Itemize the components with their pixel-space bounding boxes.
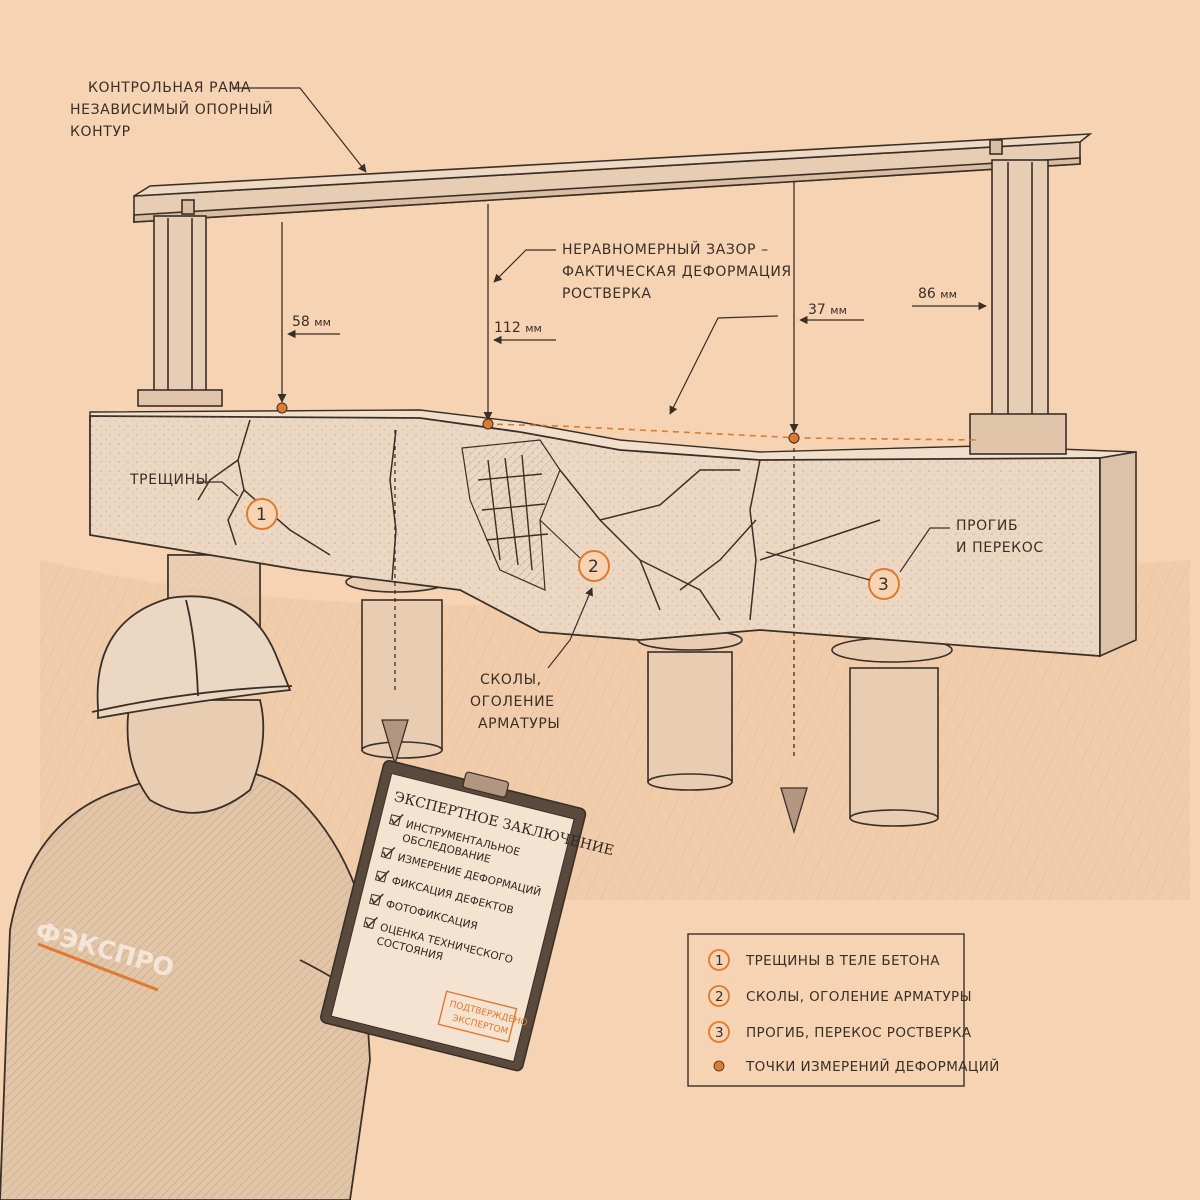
frame-beam-top [133, 133, 1093, 197]
check-icon [365, 916, 378, 928]
marker-3: 3 [765, 551, 900, 600]
control-frame [133, 133, 1093, 455]
measurement-lines [277, 182, 799, 760]
callout-spalls: СКОЛЫ, ОГОЛЕНИЕ АРМАТУРЫ [470, 587, 593, 732]
check-icon [391, 813, 404, 825]
engineer-body-hatch [0, 768, 370, 1200]
svg-text:2: 2 [588, 557, 599, 577]
legend-item-2: 2 СКОЛЫ, ОГОЛЕНИЕ АРМАТУРЫ [708, 985, 972, 1007]
svg-text:86 мм: 86 мм [918, 286, 957, 302]
measurement-point-2 [482, 418, 494, 430]
svg-text:НЕРАВНОМЕРНЫЙ ЗАЗОР –: НЕРАВНОМЕРНЫЙ ЗАЗОР – [562, 240, 769, 258]
legend: 1 ТРЕЩИНЫ В ТЕЛЕ БЕТОНА 2 СКОЛЫ, ОГОЛЕНИ… [687, 933, 1000, 1087]
legend-item-1: 1 ТРЕЩИНЫ В ТЕЛЕ БЕТОНА [708, 949, 940, 971]
svg-text:3: 3 [715, 1025, 724, 1041]
numbered-markers: 1 2 3 [246, 498, 900, 600]
svg-text:ТОЧКИ ИЗМЕРЕНИЙ ДЕФОРМАЦИЙ: ТОЧКИ ИЗМЕРЕНИЙ ДЕФОРМАЦИЙ [745, 1057, 1000, 1075]
svg-text:И ПЕРЕКОС: И ПЕРЕКОС [956, 540, 1044, 556]
svg-text:СКОЛЫ, ОГОЛЕНИЕ АРМАТУРЫ: СКОЛЫ, ОГОЛЕНИЕ АРМАТУРЫ [746, 989, 972, 1005]
grillage [89, 409, 1137, 658]
dim-37: 37 мм [799, 302, 864, 325]
plumb-bob-right [780, 787, 808, 835]
hard-hat-icon [96, 595, 292, 720]
callout-gap: НЕРАВНОМЕРНЫЙ ЗАЗОР – ФАКТИЧЕСКАЯ ДЕФОРМ… [493, 240, 792, 415]
svg-text:КОНТРОЛЬНАЯ РАМА: КОНТРОЛЬНАЯ РАМА [88, 80, 251, 96]
clipboard: ЭКСПЕРТНОЕ ЗАКЛЮЧЕНИЕ ИНСТРУМЕНТАЛЬНОЕ О… [320, 759, 615, 1072]
grillage-front-texture [90, 416, 1100, 656]
svg-text:1: 1 [715, 953, 724, 969]
svg-text:58 мм: 58 мм [292, 314, 331, 330]
frame-column-left [137, 199, 223, 407]
check-icon [377, 870, 390, 882]
svg-text:НЕЗАВИСИМЫЙ ОПОРНЫЙ: НЕЗАВИСИМЫЙ ОПОРНЫЙ [70, 100, 273, 118]
dim-112: 112 мм [493, 320, 556, 345]
callout-deflection: ПРОГИБ И ПЕРЕКОС [899, 518, 1044, 573]
frame-column-right [969, 139, 1067, 455]
svg-text:СКОЛЫ,: СКОЛЫ, [480, 672, 542, 688]
rebar [477, 454, 549, 571]
legend-item-3: 3 ПРОГИБ, ПЕРЕКОС РОСТВЕРКА [708, 1021, 972, 1043]
measurement-point-1 [276, 402, 288, 414]
callout-cracks: ТРЕЩИНЫ [129, 472, 239, 497]
measurement-point-3 [788, 432, 800, 444]
clipboard-clip-icon [462, 771, 510, 798]
svg-text:ФАКТИЧЕСКАЯ ДЕФОРМАЦИЯ: ФАКТИЧЕСКАЯ ДЕФОРМАЦИЯ [562, 264, 792, 280]
callout-frame: КОНТРОЛЬНАЯ РАМА НЕЗАВИСИМЫЙ ОПОРНЫЙ КОН… [70, 80, 367, 173]
svg-text:3: 3 [878, 575, 889, 595]
pile-3 [637, 629, 743, 791]
svg-text:37 мм: 37 мм [808, 302, 847, 318]
svg-text:РОСТВЕРКА: РОСТВЕРКА [562, 286, 652, 302]
plumb-bob-left [381, 719, 409, 767]
pile-2 [345, 571, 447, 759]
engineer-head [126, 699, 265, 814]
check-icon [371, 893, 384, 905]
svg-text:ТРЕЩИНЫ: ТРЕЩИНЫ [129, 472, 209, 488]
brand-stripe [37, 942, 159, 992]
dimension-labels: 58 мм 112 мм 37 мм 86 мм [287, 286, 987, 345]
svg-text:ПРОГИБ: ПРОГИБ [956, 518, 1018, 534]
legend-item-4: ТОЧКИ ИЗМЕРЕНИЙ ДЕФОРМАЦИЙ [713, 1057, 1000, 1075]
svg-text:КОНТУР: КОНТУР [70, 124, 131, 140]
marker-1: 1 [246, 498, 278, 530]
svg-text:2: 2 [715, 989, 724, 1005]
grillage-end [1099, 451, 1137, 658]
measurement-points [276, 402, 800, 444]
svg-text:ТРЕЩИНЫ В ТЕЛЕ БЕТОНА: ТРЕЩИНЫ В ТЕЛЕ БЕТОНА [745, 953, 940, 969]
legend-box [687, 933, 965, 1087]
frame-beam-flange [133, 157, 1081, 223]
svg-text:ПРОГИБ, ПЕРЕКОС РОСТВЕРКА: ПРОГИБ, ПЕРЕКОС РОСТВЕРКА [746, 1025, 972, 1041]
check-icon [382, 846, 396, 858]
clipboard-paper [330, 772, 575, 1063]
deformation-line [485, 423, 981, 441]
svg-text:АРМАТУРЫ: АРМАТУРЫ [478, 716, 560, 732]
svg-text:1: 1 [256, 505, 267, 525]
plumb-bobs [381, 719, 808, 835]
dim-86: 86 мм [912, 286, 987, 311]
svg-text:112 мм: 112 мм [494, 320, 542, 336]
marker-2: 2 [539, 519, 610, 582]
pile-4 [831, 637, 953, 827]
svg-text:ОГОЛЕНИЕ: ОГОЛЕНИЕ [470, 694, 555, 710]
engineer: ФЭКСПРО [0, 595, 532, 1200]
dim-58: 58 мм [287, 314, 340, 339]
measurement-dot-icon [713, 1060, 725, 1072]
spall-area [461, 439, 561, 591]
